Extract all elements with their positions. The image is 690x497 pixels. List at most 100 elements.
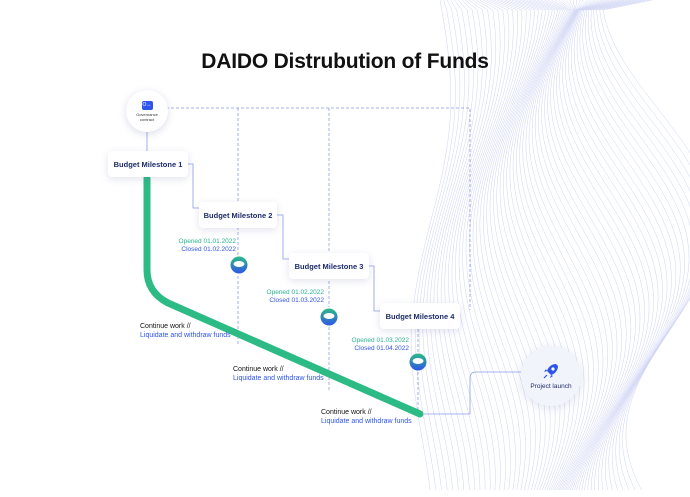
continue-work-2: Continue work // Liquidate and withdraw … — [233, 365, 324, 383]
token-coin-icon — [320, 308, 338, 326]
continue-work-3-title: Continue work // — [321, 409, 372, 416]
wave-line — [437, 0, 483, 491]
wave-line — [535, 0, 613, 491]
continue-work-3: Continue work // Liquidate and withdraw … — [321, 408, 412, 426]
governance-label: Governance contract — [136, 111, 158, 122]
wave-line — [556, 0, 645, 491]
milestone-3-dates: Opened 01.02.2022 Closed 01.03.2022 — [256, 289, 324, 305]
governance-contract-node[interactable]: O↔ Governance contract — [126, 90, 168, 132]
wave-line — [476, 0, 531, 491]
wave-line — [411, 0, 452, 491]
wave-line — [587, 0, 690, 491]
wave-line — [516, 0, 585, 491]
wave-line — [429, 0, 474, 491]
wave-line — [506, 0, 570, 491]
milestone-3-opened: Opened 01.02.2022 — [266, 289, 324, 296]
wave-line — [489, 0, 547, 491]
wave-line — [528, 0, 604, 491]
wave-line — [469, 0, 523, 491]
milestone-2-box[interactable]: Budget Milestone 2 — [199, 202, 277, 228]
wave-line — [576, 0, 677, 490]
wave-line — [599, 0, 690, 491]
wave-line — [496, 0, 556, 491]
continue-work-1-title: Continue work // — [140, 323, 191, 330]
milestone-4-closed: Closed 01.04.2022 — [354, 345, 409, 352]
continue-work-2-link[interactable]: Liquidate and withdraw funds — [233, 375, 324, 382]
project-launch-label: Project launch — [530, 383, 572, 390]
wave-line — [418, 0, 461, 491]
wave-line — [465, 0, 518, 491]
milestone-1-label: Budget Milestone 1 — [113, 159, 183, 169]
continue-work-2-title: Continue work // — [233, 366, 284, 373]
wave-line — [547, 0, 632, 491]
wave-line — [499, 0, 561, 491]
wave-line — [573, 0, 672, 491]
wave-line — [509, 0, 575, 491]
wave-line — [590, 0, 690, 491]
wave-line — [433, 0, 479, 491]
wave-line — [602, 0, 690, 491]
wave-line — [579, 0, 681, 491]
wave-line — [444, 0, 492, 491]
wave-line — [570, 0, 668, 491]
project-launch-node[interactable]: Project launch — [521, 346, 581, 406]
milestone-3-label: Budget Milestone 3 — [294, 261, 364, 271]
wave-line — [568, 0, 663, 491]
wave-line — [559, 0, 650, 491]
milestone-2-opened: Opened 01.01.2022 — [178, 238, 236, 245]
wave-line — [479, 0, 535, 491]
milestone-4-box[interactable]: Budget Milestone 4 — [380, 303, 460, 329]
funds-flow-line — [143, 174, 424, 418]
milestone-2-dates: Opened 01.01.2022 Closed 01.02.2022 — [168, 238, 236, 254]
milestone-4-opened: Opened 01.03.2022 — [351, 337, 409, 344]
wave-line — [448, 0, 497, 491]
wave-line — [531, 0, 608, 491]
wave-line — [585, 0, 690, 491]
milestone-4-label: Budget Milestone 4 — [385, 311, 455, 321]
wave-line — [582, 0, 685, 491]
continue-work-1: Continue work // Liquidate and withdraw … — [140, 322, 231, 340]
wave-line — [503, 0, 566, 491]
wave-line — [462, 0, 514, 491]
wave-line — [538, 0, 618, 491]
wave-line — [512, 0, 580, 491]
milestone-4-dates: Opened 01.03.2022 Closed 01.04.2022 — [341, 337, 409, 353]
launch-connector — [424, 371, 521, 415]
wave-line — [440, 0, 488, 491]
wave-line — [550, 0, 636, 491]
token-coin-icon — [230, 256, 248, 274]
continue-work-1-link[interactable]: Liquidate and withdraw funds — [140, 332, 231, 339]
wave-line — [482, 0, 539, 491]
token-coin-icon — [409, 353, 427, 371]
milestone-step-connectors — [187, 163, 380, 312]
wave-line — [451, 0, 501, 490]
wave-line — [519, 0, 590, 491]
wave-line — [455, 0, 505, 491]
wave-line — [486, 0, 543, 491]
page-title: DAIDO Distrubution of Funds — [201, 50, 489, 73]
wave-line — [472, 0, 527, 491]
wave-line — [493, 0, 551, 491]
milestone-2-label: Budget Milestone 2 — [203, 210, 273, 220]
wave-line — [426, 0, 470, 491]
continue-work-3-link[interactable]: Liquidate and withdraw funds — [321, 418, 412, 425]
wave-line — [541, 0, 622, 491]
milestone-1-box[interactable]: Budget Milestone 1 — [108, 151, 188, 177]
wave-line — [415, 0, 456, 491]
milestone-3-box[interactable]: Budget Milestone 3 — [289, 253, 369, 279]
wave-background — [411, 0, 690, 491]
wave-line — [562, 0, 654, 491]
wave-line — [422, 0, 465, 491]
milestone-2-closed: Closed 01.02.2022 — [181, 246, 236, 253]
wave-line — [458, 0, 510, 491]
wave-line — [525, 0, 599, 491]
wave-line — [522, 0, 594, 491]
rocket-icon — [543, 364, 558, 379]
wave-line — [593, 0, 690, 491]
milestone-3-closed: Closed 01.03.2022 — [269, 297, 324, 304]
wave-line — [596, 0, 690, 491]
wave-line — [553, 0, 641, 491]
wave-line — [565, 0, 659, 491]
governance-icon: O↔ — [141, 100, 153, 110]
